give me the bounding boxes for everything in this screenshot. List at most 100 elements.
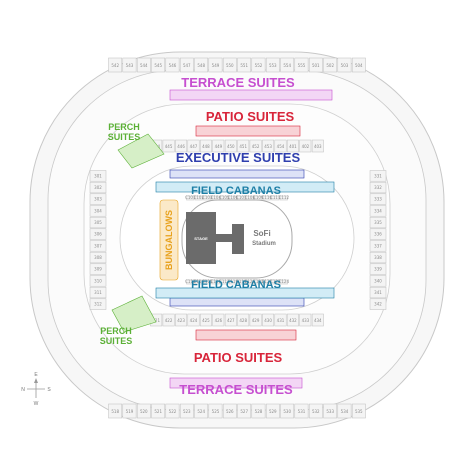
seat-section-C121[interactable] (254, 279, 263, 285)
seat-section-C122[interactable] (262, 279, 271, 285)
seat-section-331[interactable] (369, 170, 387, 182)
seat-section-338[interactable] (369, 251, 387, 264)
seat-section-334[interactable] (369, 205, 387, 217)
seat-section-533[interactable] (323, 403, 338, 419)
seat-section-451[interactable] (237, 139, 250, 153)
seat-section-C110[interactable] (262, 195, 271, 201)
seat-section-342[interactable] (369, 298, 387, 310)
seat-section-545[interactable] (151, 57, 166, 73)
seat-section-546[interactable] (165, 57, 180, 73)
seat-section-302[interactable] (89, 181, 107, 194)
seat-section-504[interactable] (351, 57, 366, 73)
seat-section-501[interactable] (308, 57, 323, 73)
seat-section-335[interactable] (369, 216, 387, 229)
perch-suites-top-block[interactable] (117, 133, 165, 169)
seat-section-340[interactable] (369, 275, 387, 287)
seat-section-555[interactable] (294, 57, 309, 73)
seat-section-C117[interactable] (220, 279, 229, 285)
seat-section-542[interactable] (108, 57, 123, 73)
seat-section-403[interactable] (311, 139, 324, 153)
seat-section-447[interactable] (187, 139, 200, 153)
seat-section-332[interactable] (369, 181, 387, 194)
seat-section-C124[interactable] (279, 279, 288, 285)
seat-section-303[interactable] (89, 193, 107, 205)
seat-section-535[interactable] (351, 403, 366, 419)
seat-section-429[interactable] (249, 313, 262, 327)
seat-section-502[interactable] (323, 57, 338, 73)
seat-section-312[interactable] (89, 298, 107, 310)
seat-section-518[interactable] (108, 403, 123, 419)
seat-section-448[interactable] (199, 139, 212, 153)
seat-section-534[interactable] (337, 403, 352, 419)
patio-suites-bottom-block[interactable] (195, 329, 297, 341)
seat-section-432[interactable] (286, 313, 299, 327)
seat-section-C123[interactable] (271, 279, 280, 285)
seat-section-521[interactable] (151, 403, 166, 419)
seat-section-531[interactable] (294, 403, 309, 419)
seat-section-401[interactable] (286, 139, 299, 153)
seat-section-430[interactable] (262, 313, 275, 327)
seat-section-431[interactable] (274, 313, 287, 327)
seat-section-547[interactable] (179, 57, 194, 73)
seat-section-C116[interactable] (211, 279, 220, 285)
seat-section-427[interactable] (224, 313, 237, 327)
seat-section-525[interactable] (208, 403, 223, 419)
seat-section-C102[interactable] (194, 195, 203, 201)
stage[interactable] (186, 212, 244, 264)
seat-section-454[interactable] (274, 139, 287, 153)
seat-section-301[interactable] (89, 170, 107, 182)
seat-section-503[interactable] (337, 57, 352, 73)
seat-section-554[interactable] (280, 57, 295, 73)
seat-section-C115[interactable] (203, 279, 212, 285)
field-cabanas-bottom-block[interactable] (155, 287, 335, 299)
seat-section-530[interactable] (280, 403, 295, 419)
seat-section-336[interactable] (369, 228, 387, 240)
seat-section-527[interactable] (237, 403, 252, 419)
seat-section-549[interactable] (208, 57, 223, 73)
seat-section-339[interactable] (369, 263, 387, 275)
seat-section-402[interactable] (299, 139, 312, 153)
seat-section-C103[interactable] (203, 195, 212, 201)
seat-section-523[interactable] (179, 403, 194, 419)
seat-section-311[interactable] (89, 286, 107, 299)
seat-section-548[interactable] (194, 57, 209, 73)
seat-section-C120[interactable] (245, 279, 254, 285)
seat-section-341[interactable] (369, 286, 387, 299)
seat-section-C118[interactable] (228, 279, 237, 285)
seat-section-453[interactable] (262, 139, 275, 153)
seat-section-450[interactable] (224, 139, 237, 153)
perch-suites-bottom-block[interactable] (111, 295, 157, 333)
seat-section-309[interactable] (89, 263, 107, 275)
patio-suites-top-block[interactable] (195, 125, 301, 137)
seat-section-337[interactable] (369, 240, 387, 252)
seat-section-425[interactable] (199, 313, 212, 327)
seat-section-551[interactable] (237, 57, 252, 73)
bungalows-block[interactable] (159, 199, 179, 281)
seat-section-532[interactable] (308, 403, 323, 419)
seat-section-333[interactable] (369, 193, 387, 205)
seat-section-C113[interactable] (186, 279, 195, 285)
seat-section-C114[interactable] (194, 279, 203, 285)
seat-section-C101[interactable] (186, 195, 195, 201)
seat-section-445[interactable] (162, 139, 175, 153)
field-cabanas-top-block[interactable] (155, 181, 335, 193)
seat-section-526[interactable] (222, 403, 237, 419)
seat-section-449[interactable] (212, 139, 225, 153)
seat-section-544[interactable] (136, 57, 151, 73)
seat-section-C111[interactable] (271, 195, 280, 201)
seat-section-528[interactable] (251, 403, 266, 419)
seat-section-424[interactable] (187, 313, 200, 327)
seat-section-519[interactable] (122, 403, 137, 419)
seat-section-433[interactable] (299, 313, 312, 327)
seat-section-550[interactable] (222, 57, 237, 73)
terrace-suites-top-block[interactable] (169, 89, 333, 101)
seat-section-520[interactable] (136, 403, 151, 419)
seat-section-308[interactable] (89, 251, 107, 264)
seat-section-552[interactable] (251, 57, 266, 73)
seat-section-C112[interactable] (279, 195, 288, 201)
seat-section-434[interactable] (311, 313, 324, 327)
seat-section-426[interactable] (212, 313, 225, 327)
seat-section-306[interactable] (89, 228, 107, 240)
seat-section-307[interactable] (89, 240, 107, 252)
executive-suites-bottom-block[interactable] (169, 297, 305, 307)
